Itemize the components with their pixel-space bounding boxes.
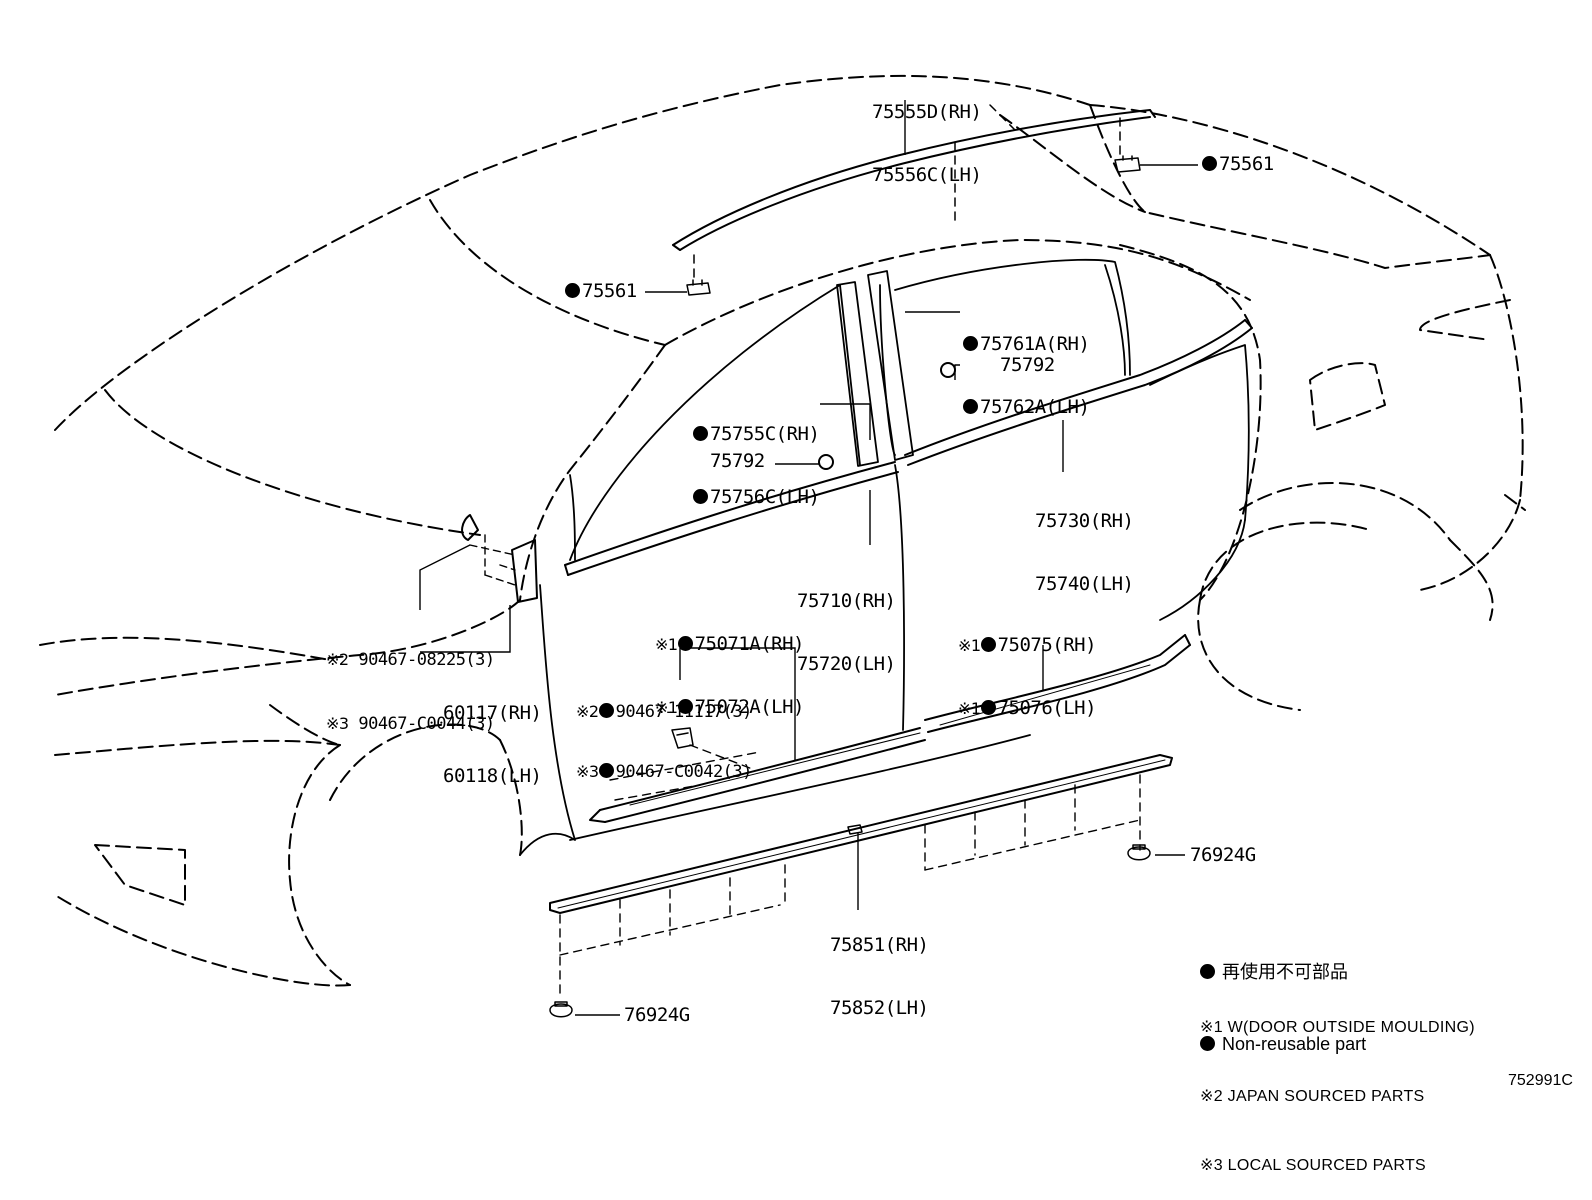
roof-clip-front-shape: [686, 279, 711, 296]
non-reusable-dot-icon: [677, 636, 693, 651]
rocker-clip-rear-label: 76924G: [1190, 844, 1256, 866]
car-body-outline: [39, 74, 1526, 987]
roof-clip-front-label: 75561: [565, 281, 637, 302]
belt-front-label: 75710(RH) 75720(LH): [797, 590, 896, 675]
rocker-center-clip: [847, 824, 863, 835]
door-moulding-rear: [924, 634, 1191, 733]
legend-en: Non-reusable part: [1222, 1034, 1367, 1054]
clip-75792-rear-shape: [940, 362, 956, 378]
nut-clip-rear-shape: [1127, 844, 1151, 861]
pillar-front-label: 75755C(RH) 75756C(LH): [693, 382, 820, 529]
note-1: ※1 W(DOOR OUTSIDE MOULDING): [1200, 1019, 1475, 1036]
roof-clip-rear-label: 75561: [1202, 154, 1274, 175]
non-reusable-dot-icon: [980, 700, 996, 715]
door-moulding-front: [589, 727, 926, 823]
fender-part-label: 60117(RH) 60118(LH): [443, 702, 542, 787]
belt-rear-label: 75730(RH) 75740(LH): [1035, 510, 1134, 595]
non-reusable-dot-icon: [1202, 156, 1217, 171]
door-seams: [519, 344, 1250, 856]
non-reusable-dot-icon: [693, 426, 708, 441]
clip-75792-front-shape: [818, 454, 834, 470]
non-reusable-dot-icon: [1200, 1036, 1215, 1051]
door-clip-shape: [671, 727, 694, 749]
non-reusable-dot-icon: [980, 637, 996, 652]
roof-moulding-label: 75555D(RH) 75556C(LH): [872, 60, 982, 207]
rocker-clip-dashes: [559, 744, 1141, 996]
fender-dashes: [469, 534, 516, 586]
legend: 再使用不可部品 Non-reusable part: [1200, 912, 1366, 1080]
belt-moulding-rear: [904, 319, 1253, 466]
fender-garnish: [461, 514, 538, 603]
clip-rear-door-label: 75792: [1000, 354, 1055, 376]
roof-clip-rear-shape: [1114, 155, 1141, 173]
roof-dashed-refs: [693, 104, 1121, 281]
roof-moulding: [672, 109, 1156, 251]
roof-moulding-rh: 75555D(RH): [872, 101, 982, 123]
non-reusable-dot-icon: [598, 703, 614, 718]
non-reusable-dot-icon: [1200, 964, 1215, 979]
rocker-label: 75851(RH) 75852(LH): [830, 934, 929, 1019]
non-reusable-dot-icon: [963, 336, 978, 351]
belt-moulding-front: [564, 461, 899, 576]
leader-lines: [419, 100, 1198, 1016]
clip-front-door-label: 75792: [710, 450, 765, 472]
nut-clip-front-shape: [549, 1001, 573, 1018]
non-reusable-dot-icon: [677, 699, 693, 714]
notes: ※1 W(DOOR OUTSIDE MOULDING) ※2 JAPAN SOU…: [1200, 970, 1475, 1200]
parts-diagram: [39, 74, 1526, 1018]
figure-id: 752991C: [1508, 1072, 1573, 1089]
legend-jp: 再使用不可部品: [1222, 962, 1349, 982]
note-3: ※3 LOCAL SOURCED PARTS: [1200, 1157, 1426, 1174]
rocker-clip-front-label: 76924G: [624, 1004, 690, 1026]
roof-moulding-lh: 75556C(LH): [872, 164, 982, 186]
rocker-moulding: [549, 754, 1173, 914]
non-reusable-dot-icon: [565, 283, 580, 298]
non-reusable-dot-icon: [963, 399, 978, 414]
b-pillar-garnish: [836, 270, 914, 467]
non-reusable-dot-icon: [693, 489, 708, 504]
non-reusable-dot-icon: [598, 763, 614, 778]
pillar-rear-label: 75761A(RH) 75762A(LH): [963, 292, 1090, 439]
note-2: ※2 JAPAN SOURCED PARTS: [1200, 1088, 1425, 1105]
fender-clip-label: ※2 90467-08225(3) ※3 90467-C0044(3): [326, 650, 495, 734]
